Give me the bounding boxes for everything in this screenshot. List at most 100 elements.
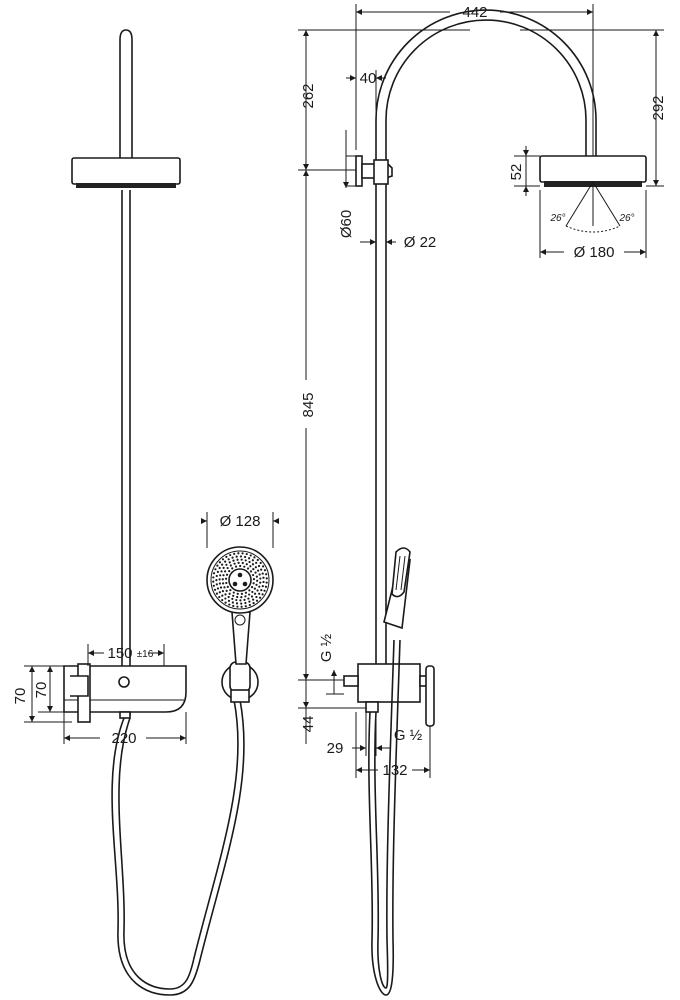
nozzle-dot [224,560,227,563]
nozzle-dot [253,592,257,595]
side-overhead-shower [539,155,647,183]
nozzle-dot [228,570,231,573]
nozzle-dot [248,560,251,564]
nozzle-dot [255,599,259,602]
nozzle-dot [256,558,259,562]
nozzle-dot [216,570,219,573]
nozzle-dot [227,558,230,561]
nozzle-dot [218,591,221,594]
dim-outlet-offset: 29 [327,712,390,757]
dim-inlet-thread: G ½ [318,633,344,695]
side-riser-pipe [375,182,387,664]
nozzle-dot [213,588,217,591]
nozzle-dot [256,579,259,582]
nozzle-dot [248,603,251,607]
side-hand-shower [383,547,411,630]
nozzle-dot [220,570,223,573]
nozzle-dot [251,559,254,562]
nozzle-dot [240,592,244,595]
nozzle-dot [233,562,236,565]
side-spray-angle: 26° 26° [549,181,635,233]
dim-text-riser-height: 845 [300,392,317,417]
nozzle-dot [239,564,242,568]
nozzle-dot [241,552,244,555]
nozzle-dot [252,602,255,605]
nozzle-dot [221,590,225,593]
nozzle-dot [244,559,247,562]
nozzle-dot [237,561,240,564]
nozzle-dot [221,563,224,566]
nozzle-dot [250,586,254,589]
nozzle-dot [228,592,231,595]
front-hand-shower-holder [221,661,259,703]
dim-mixer-centres: 150 ±16 [87,644,165,666]
nozzle-dot [240,558,243,561]
nozzle-dot [215,574,218,578]
nozzle-dot [223,586,226,589]
dim-text-mixer-height-inner: 70 [33,682,50,699]
nozzle-dot [252,578,256,581]
dim-text-wall-diameter: Ø60 [338,210,355,238]
nozzle-dot [218,561,222,564]
nozzle-dot [216,587,220,590]
nozzle-dot [231,597,234,601]
dim-arm-height: 262 [298,29,470,171]
front-overhead-shower [71,157,181,185]
nozzle-dot [235,555,238,558]
nozzle-dot [236,558,239,561]
nozzle-dot [264,585,268,588]
front-overhead-spray-face [76,183,176,188]
nozzle-dot [219,586,223,589]
nozzle-dot [212,584,215,587]
nozzle-dot [260,568,263,571]
nozzle-dot [245,563,248,566]
nozzle-dot [236,605,239,608]
nozzle-dot [236,595,239,599]
nozzle-dot [224,601,227,604]
nozzle-dot [229,589,232,592]
nozzle-dot [231,556,234,559]
nozzle-dot [233,552,236,555]
dim-text-handshower-diameter: Ø 128 [220,513,261,530]
nozzle-dot [225,589,228,592]
dim-text-head-diameter: Ø 180 [574,244,615,261]
nozzle-dot [243,598,246,601]
nozzle-dot [222,574,225,577]
nozzle-dot [250,595,254,598]
nozzle-dot [225,573,229,576]
dim-wall-diameter: Ø60 [338,130,356,238]
front-riser-pipe [119,29,133,716]
nozzle-dot [255,583,258,586]
dim-text-mixer-height-outer: 70 [12,688,29,705]
nozzle-dot [258,592,261,595]
nozzle-dot [243,555,247,559]
nozzle-dot [214,568,217,571]
dim-text-outlet-offset: 29 [327,740,344,757]
nozzle-dot [222,566,225,569]
nozzle-dot [255,595,258,599]
hand-shower-nozzle-field [212,552,268,608]
nozzle-dot [252,568,255,571]
nozzle-dot [251,563,255,566]
side-mixer [343,663,435,727]
nozzle-dot [221,598,224,602]
dim-total-height-right: 292 [520,29,667,187]
nozzle-dot [224,597,227,600]
dim-text-outlet-height: 44 [300,716,317,733]
dim-top-width: 442 [355,4,594,156]
nozzle-dot [262,576,265,579]
nozzle-dot [244,591,248,594]
nozzle-dot [245,552,248,556]
nozzle-dot [232,594,235,597]
nozzle-dot [240,596,243,599]
nozzle-dot [261,585,264,588]
nozzle-dot [231,567,234,570]
nozzle-dot [244,601,247,605]
nozzle-dot [221,558,225,561]
nozzle-dot [239,599,242,602]
front-diverter-button [118,676,130,688]
nozzle-dot [224,570,227,573]
nozzle-dot [261,593,264,596]
nozzle-dot [261,572,264,575]
